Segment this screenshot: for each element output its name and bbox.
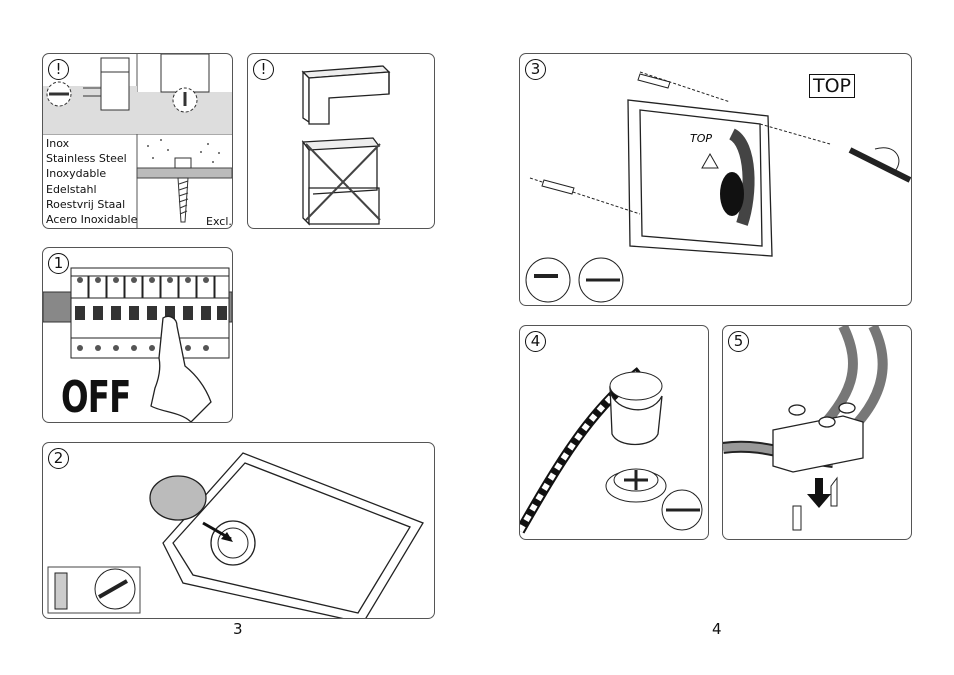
circuit-breaker-icon bbox=[43, 267, 232, 422]
step-number: 5 bbox=[728, 331, 749, 352]
knife-icon bbox=[54, 568, 136, 610]
material-item: Roestvrij Staal bbox=[46, 197, 126, 211]
step-number: 2 bbox=[48, 448, 69, 469]
material-panel: ! Inox Stainless Steel Inoxydable E bbox=[42, 53, 233, 229]
step-number: 1 bbox=[48, 253, 69, 274]
material-item: Inox bbox=[46, 137, 70, 150]
step-1-panel: 1 OFF bbox=[42, 247, 233, 423]
step-5-panel: 5 bbox=[722, 325, 912, 540]
caution-panel: ! bbox=[247, 53, 435, 229]
off-label: OFF bbox=[61, 372, 131, 423]
top-emboss: TOP bbox=[690, 132, 712, 145]
step-number: 4 bbox=[525, 331, 546, 352]
screw-anchor-icon bbox=[541, 73, 671, 195]
hand-icon bbox=[150, 315, 212, 422]
step-number: 3 bbox=[525, 59, 546, 80]
material-list: Inox Stainless Steel Inoxydable Edelstah… bbox=[46, 136, 137, 227]
mounting-illustration: TOP bbox=[525, 71, 911, 303]
stainless-illustration bbox=[43, 54, 232, 228]
page-number-right: 4 bbox=[712, 620, 722, 638]
excl-label: Excl. bbox=[206, 215, 232, 228]
arrow-down-icon bbox=[807, 478, 831, 508]
terminal-block-icon bbox=[723, 326, 888, 531]
orientation-illustration bbox=[301, 65, 391, 226]
step-3-panel: 3 TOP TOP bbox=[519, 53, 912, 306]
cap-illustration bbox=[520, 367, 703, 534]
material-item: Edelstahl bbox=[46, 182, 97, 196]
material-item: Acero Inoxidable bbox=[46, 213, 138, 227]
knockout-illustration bbox=[47, 452, 424, 618]
warning-icon: ! bbox=[48, 59, 69, 80]
step-4-panel: 4 bbox=[519, 325, 709, 540]
material-item: Inoxydable bbox=[46, 167, 107, 181]
step-2-panel: 2 bbox=[42, 442, 435, 619]
recycle-icon bbox=[701, 152, 719, 169]
top-label: TOP bbox=[809, 74, 855, 98]
page-number-left: 3 bbox=[233, 620, 243, 638]
screwdriver-icon bbox=[848, 147, 911, 183]
warning-icon: ! bbox=[253, 59, 274, 80]
material-item: Stainless Steel bbox=[46, 152, 127, 166]
